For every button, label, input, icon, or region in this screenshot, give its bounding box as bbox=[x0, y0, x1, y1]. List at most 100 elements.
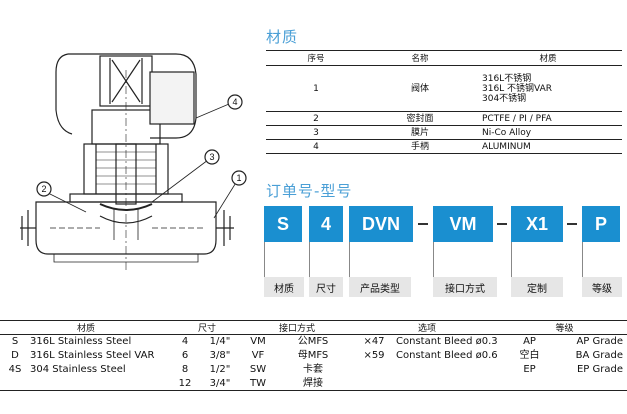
connector-line bbox=[511, 242, 512, 277]
size-code: 6 bbox=[181, 350, 189, 361]
size-code: 8 bbox=[181, 364, 189, 375]
table-row: 2 密封面 PCTFE / PI / PFA bbox=[266, 111, 622, 126]
table-row: 12 3/4" TW 焊接 bbox=[0, 376, 627, 391]
serial-cell: 3 bbox=[266, 125, 366, 140]
separator-dash bbox=[497, 223, 507, 225]
material-cell: PCTFE / PI / PFA bbox=[474, 111, 622, 126]
part-name-cell: 密封面 bbox=[366, 111, 474, 126]
material-line: 304不锈钢 bbox=[482, 93, 527, 104]
order-section-title: 订单号-型号 bbox=[266, 182, 353, 200]
size-desc: 1/2" bbox=[209, 364, 231, 375]
code-box-connection: VM bbox=[433, 206, 493, 242]
serial-cell: 1 bbox=[266, 65, 366, 112]
material-table: 序号 名称 材质 1 阀体 316L不锈钢 316L 不锈钢VAR 304不锈钢… bbox=[266, 50, 622, 154]
material-desc: 304 Stainless Steel bbox=[30, 364, 126, 375]
serial-cell: 4 bbox=[266, 139, 366, 154]
size-code: 4 bbox=[181, 336, 189, 348]
connection-code: TW bbox=[242, 376, 274, 391]
material-code: D bbox=[11, 350, 19, 361]
connection-desc: 公MFS bbox=[297, 336, 329, 348]
material-desc: 316L Stainless Steel bbox=[30, 336, 132, 348]
empty-cell bbox=[352, 363, 396, 377]
connection-code: SW bbox=[249, 364, 267, 375]
table-row: S 316L Stainless Steel 4 1/4" VM 公MFS ×4… bbox=[0, 335, 627, 349]
callout-4: 4 bbox=[232, 97, 237, 107]
option-desc: Constant Bleed ø0.3 bbox=[396, 336, 498, 348]
options-table-header: 材质 尺寸 接口方式 选项 等级 bbox=[0, 320, 627, 335]
material-desc: 316L Stainless Steel VAR bbox=[30, 350, 155, 361]
grade-code: 空白 bbox=[519, 350, 540, 361]
connector-line bbox=[433, 242, 434, 277]
connection-desc: 母MFS bbox=[297, 350, 329, 361]
callout-1: 1 bbox=[236, 173, 241, 183]
grade-desc: EP Grade bbox=[576, 364, 623, 375]
connection-code: VM bbox=[250, 336, 266, 348]
grade-code: AP bbox=[523, 336, 536, 348]
material-code: 4S bbox=[8, 364, 22, 375]
connection-desc: 卡套 bbox=[303, 364, 323, 375]
label-custom: 定制 bbox=[511, 277, 563, 297]
code-box-size: 4 bbox=[309, 206, 343, 242]
callout-2: 2 bbox=[41, 184, 46, 194]
part-name-cell: 膜片 bbox=[366, 125, 474, 140]
code-box-custom: X1 bbox=[511, 206, 563, 242]
connector-line bbox=[264, 242, 265, 277]
code-box-grade: P bbox=[582, 206, 620, 242]
connector-line bbox=[349, 242, 350, 277]
header-connection: 接口方式 bbox=[242, 320, 352, 335]
material-line: 316L不锈钢 bbox=[482, 73, 532, 84]
table-row: 4 手柄 ALUMINUM bbox=[266, 139, 622, 154]
option-code: ×59 bbox=[363, 350, 385, 361]
part-name-cell: 阀体 bbox=[366, 65, 474, 112]
label-size: 尺寸 bbox=[309, 277, 343, 297]
material-table-header: 序号 名称 材质 bbox=[266, 50, 622, 66]
connection-desc: 焊接 bbox=[274, 376, 352, 391]
table-row: 1 阀体 316L不锈钢 316L 不锈钢VAR 304不锈钢 bbox=[266, 65, 622, 112]
grade-desc: BA Grade bbox=[575, 350, 623, 361]
connection-code: VF bbox=[251, 350, 265, 361]
header-material: 材质 bbox=[0, 320, 172, 335]
empty-cell bbox=[502, 376, 557, 391]
header-name: 名称 bbox=[366, 50, 474, 66]
callout-3: 3 bbox=[209, 152, 214, 162]
material-cell: 316L不锈钢 316L 不锈钢VAR 304不锈钢 bbox=[474, 65, 622, 112]
header-grade: 等级 bbox=[502, 320, 627, 335]
table-row: 3 膜片 Ni-Co Alloy bbox=[266, 125, 622, 140]
header-option: 选项 bbox=[352, 320, 502, 335]
empty-cell bbox=[352, 376, 396, 391]
label-product-type: 产品类型 bbox=[349, 277, 411, 297]
valve-cross-section-diagram: 4 3 1 2 bbox=[20, 53, 247, 270]
grade-desc: AP Grade bbox=[576, 336, 623, 348]
table-row: 4S 304 Stainless Steel 8 1/2" SW 卡套 EP E… bbox=[0, 363, 627, 377]
part-name-cell: 手柄 bbox=[366, 139, 474, 154]
connector-line bbox=[582, 242, 583, 277]
size-code: 12 bbox=[172, 376, 198, 391]
empty-cell bbox=[396, 376, 502, 391]
option-code: ×47 bbox=[363, 336, 385, 348]
grade-code: EP bbox=[523, 364, 536, 375]
option-desc: Constant Bleed ø0.6 bbox=[396, 350, 498, 361]
material-section-title: 材质 bbox=[266, 28, 299, 46]
header-size: 尺寸 bbox=[172, 320, 242, 335]
label-grade: 等级 bbox=[582, 277, 622, 297]
table-row: D 316L Stainless Steel VAR 6 3/8" VF 母MF… bbox=[0, 349, 627, 363]
material-cell: ALUMINUM bbox=[474, 139, 622, 154]
code-box-product-type: DVN bbox=[349, 206, 413, 242]
empty-cell bbox=[30, 376, 172, 391]
size-desc: 3/4" bbox=[198, 376, 242, 391]
header-serial: 序号 bbox=[266, 50, 366, 66]
separator-dash bbox=[418, 223, 428, 225]
empty-cell bbox=[557, 376, 627, 391]
size-desc: 1/4" bbox=[209, 336, 231, 348]
size-desc: 3/8" bbox=[209, 350, 231, 361]
empty-cell bbox=[0, 376, 30, 391]
code-box-material: S bbox=[264, 206, 302, 242]
header-material: 材质 bbox=[474, 50, 622, 66]
material-code: S bbox=[11, 336, 19, 348]
label-connection: 接口方式 bbox=[433, 277, 497, 297]
material-line: 316L 不锈钢VAR bbox=[482, 83, 553, 94]
options-table: 材质 尺寸 接口方式 选项 等级 S 316L Stainless Steel … bbox=[0, 320, 627, 391]
label-material: 材质 bbox=[264, 277, 304, 297]
material-cell: Ni-Co Alloy bbox=[474, 125, 622, 140]
serial-cell: 2 bbox=[266, 111, 366, 126]
